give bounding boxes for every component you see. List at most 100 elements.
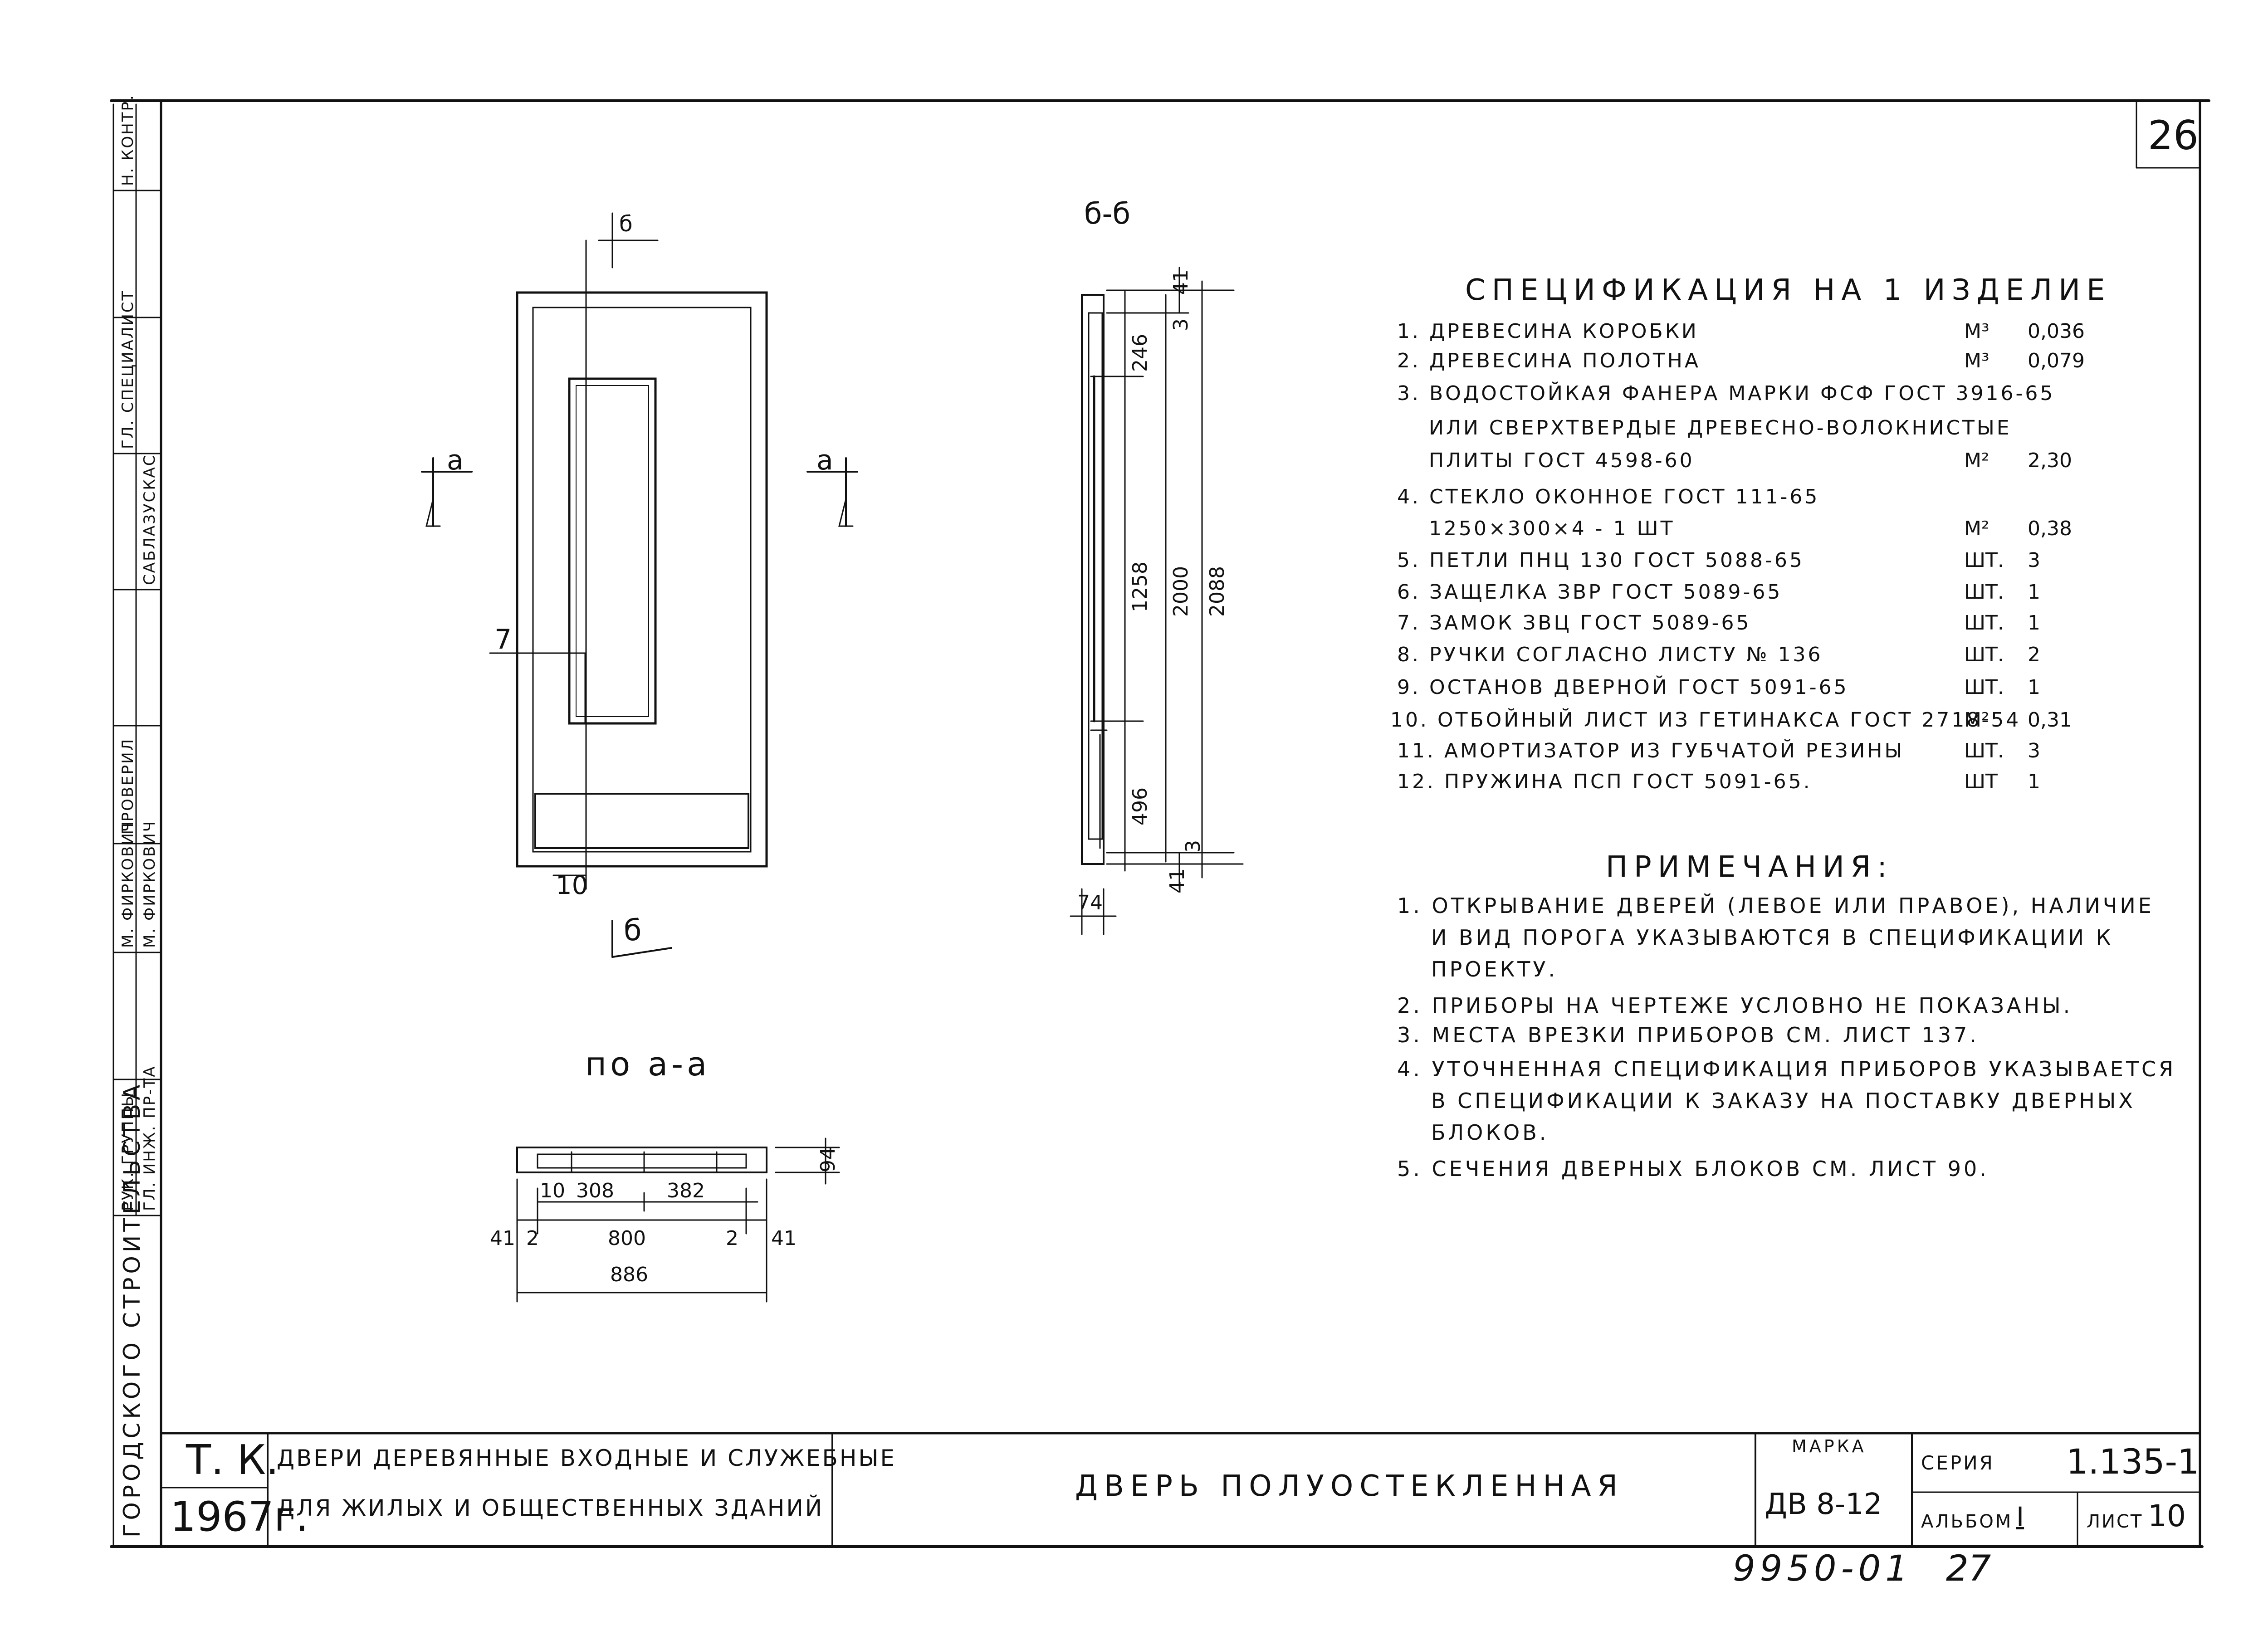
mark-value: ДВ 8-12	[1765, 1488, 1882, 1521]
spec-row-text: 4. СТЕКЛО ОКОННОЕ ГОСТ 111-65	[1397, 485, 1820, 508]
spec-row-qty: 3	[2028, 739, 2040, 762]
spec-row-unit: ШТ.	[1964, 581, 2004, 604]
note-line: 3. МЕСТА ВРЕЗКИ ПРИБОРОВ СМ. ЛИСТ 137.	[1397, 1023, 1980, 1047]
spec-row-qty: 0,31	[2028, 708, 2072, 732]
dim-3-bottom: 3	[1182, 840, 1205, 853]
dim-41-bottom: 41	[1166, 868, 1189, 893]
spec-row-qty: 1	[2028, 770, 2040, 793]
year-label: 1967г.	[170, 1493, 308, 1541]
section-mark-top: б	[619, 211, 633, 237]
spec-row-text: 7. ЗАМОК ЗВЦ ГОСТ 5089-65	[1397, 611, 1751, 635]
dim-496: 496	[1129, 787, 1152, 825]
spec-row-qty: 0,38	[2028, 517, 2072, 540]
spec-row-unit: ШТ.	[1964, 643, 2004, 666]
spec-row-qty: 0,036	[2028, 320, 2085, 343]
spec-row-text: 1250×300×4 - 1 ШТ	[1429, 517, 1675, 540]
stamp-role: ГЛ. СПЕЦИАЛИСТ	[119, 289, 137, 449]
spec-row-qty: 2	[2028, 643, 2040, 666]
org-label: Т. К.	[186, 1436, 279, 1484]
spec-row-unit: ШТ.	[1964, 611, 2004, 635]
notes-title: ПРИМЕЧАНИЯ:	[1606, 850, 1893, 884]
side-view-label: б-б	[1084, 197, 1131, 231]
spec-row-text: ПЛИТЫ ГОСТ 4598-60	[1429, 449, 1695, 472]
sheet-label: ЛИСТ	[2087, 1511, 2143, 1532]
spec-row-text: ИЛИ СВЕРХТВЕРДЫЕ ДРЕВЕСНО-ВОЛОКНИСТЫЕ	[1429, 416, 2012, 439]
dim-382: 382	[667, 1179, 705, 1202]
dim-308: 308	[576, 1179, 614, 1202]
dim-41-left: 41	[490, 1227, 515, 1250]
spec-row-text: 11. АМОРТИЗАТОР ИЗ ГУБЧАТОЙ РЕЗИНЫ	[1397, 739, 1905, 762]
spec-title: СПЕЦИФИКАЦИЯ НА 1 ИЗДЕЛИЕ	[1465, 273, 2112, 307]
dim-1258: 1258	[1129, 561, 1152, 612]
dim-886: 886	[610, 1263, 648, 1286]
stamp-role: ПРОВЕРИЛ	[119, 737, 137, 835]
dim-3-top: 3	[1169, 318, 1193, 331]
sheet-title: ДВЕРЬ ПОЛУОСТЕКЛЕННАЯ	[1075, 1469, 1624, 1503]
dim-2000: 2000	[1169, 566, 1193, 617]
dim-94: 94	[816, 1147, 840, 1172]
album-value: I	[2016, 1501, 2024, 1532]
spec-row-text: 8. РУЧКИ СОГЛАСНО ЛИСТУ № 136	[1397, 643, 1823, 666]
note-line: БЛОКОВ.	[1431, 1120, 1549, 1145]
spec-row-text: 10. ОТБОЙНЫЙ ЛИСТ ИЗ ГЕТИНАКСА ГОСТ 2718…	[1390, 708, 2021, 732]
album-label: АЛЬБОМ	[1921, 1511, 2013, 1532]
mark-label: МАРКА	[1792, 1436, 1867, 1456]
stamp-role: РУК. ГРУППЫ	[119, 1091, 137, 1211]
spec-row-qty: 1	[2028, 581, 2040, 604]
section-mark-right: а	[816, 444, 833, 476]
series-value: 1.135-1	[2066, 1441, 2200, 1482]
spec-row-qty: 3	[2028, 549, 2040, 572]
spec-row-qty: 1	[2028, 611, 2040, 635]
stamp-role: САБЛАЗУСКАС	[141, 454, 159, 585]
note-line: 2. ПРИБОРЫ НА ЧЕРТЕЖЕ УСЛОВНО НЕ ПОКАЗАН…	[1397, 993, 2073, 1018]
dim-2-left: 2	[526, 1227, 539, 1250]
spec-row-unit: М²	[1964, 708, 1989, 732]
spec-row-text: 3. ВОДОСТОЙКАЯ ФАНЕРА МАРКИ ФСФ ГОСТ 391…	[1397, 382, 2055, 405]
spec-row-text: 5. ПЕТЛИ ПНЦ 130 ГОСТ 5088-65	[1397, 549, 1804, 572]
spec-row-text: 2. ДРЕВЕСИНА ПОЛОТНА	[1397, 349, 1701, 372]
spec-row-unit: ШТ.	[1964, 739, 2004, 762]
spec-row-text: 12. ПРУЖИНА ПСП ГОСТ 5091-65.	[1397, 770, 1812, 793]
spec-row-qty: 1	[2028, 676, 2040, 699]
archive-stamp: 9950-01	[1733, 1548, 1912, 1589]
spec-row-unit: ШТ	[1964, 770, 1998, 793]
project-line-1: ДВЕРИ ДЕРЕВЯННЫЕ ВХОДНЫЕ И СЛУЖЕБНЫЕ	[277, 1445, 897, 1471]
section-mark-bottom: б	[624, 914, 642, 947]
spec-row-unit: М²	[1964, 517, 1989, 540]
dim-2088: 2088	[1206, 566, 1229, 617]
note-line: И ВИД ПОРОГА УКАЗЫВАЮТСЯ В СПЕЦИФИКАЦИИ …	[1431, 925, 2114, 950]
callout-10: 10	[556, 871, 588, 900]
spec-row-qty: 0,079	[2028, 349, 2085, 372]
note-line: 5. СЕЧЕНИЯ ДВЕРНЫХ БЛОКОВ СМ. ЛИСТ 90.	[1397, 1157, 1989, 1181]
dim-41-right: 41	[771, 1227, 797, 1250]
note-line: В СПЕЦИФИКАЦИИ К ЗАКАЗУ НА ПОСТАВКУ ДВЕР…	[1431, 1089, 2136, 1113]
dim-2-right: 2	[726, 1227, 738, 1250]
note-line: ПРОЕКТУ.	[1431, 957, 1558, 981]
spec-row-text: 1. ДРЕВЕСИНА КОРОБКИ	[1397, 320, 1699, 343]
sheet-value: 10	[2148, 1499, 2186, 1533]
section-mark-left: а	[447, 444, 464, 476]
stamp-role: М. ФИРКОВИЧ	[141, 820, 159, 948]
spec-row-unit: М²	[1964, 449, 1989, 472]
note-line: 1. ОТКРЫВАНИЕ ДВЕРЕЙ (ЛЕВОЕ ИЛИ ПРАВОЕ),…	[1397, 893, 2154, 918]
callout-7: 7	[494, 624, 512, 655]
series-label: СЕРИЯ	[1921, 1452, 1994, 1474]
dim-74: 74	[1077, 891, 1103, 914]
project-line-2: ДЛЯ ЖИЛЫХ И ОБЩЕСТВЕННЫХ ЗДАНИЙ	[277, 1495, 824, 1521]
page-number: 26	[2148, 112, 2199, 159]
spec-row-unit: М³	[1964, 320, 1989, 343]
spec-row-text: 9. ОСТАНОВ ДВЕРНОЙ ГОСТ 5091-65	[1397, 676, 1849, 699]
spec-row-qty: 2,30	[2028, 449, 2072, 472]
stamp-role: Н. КОНТР.	[119, 94, 137, 186]
dim-10: 10	[540, 1179, 565, 1202]
stamp-role: ГЛ. ИНЖ. ПР-ТА	[141, 1065, 159, 1211]
note-line: 4. УТОЧНЕННАЯ СПЕЦИФИКАЦИЯ ПРИБОРОВ УКАЗ…	[1397, 1057, 2176, 1081]
spec-row-unit: ШТ.	[1964, 549, 2004, 572]
stamp-role: М. ФИРКОВИЧ	[119, 820, 137, 948]
plan-view-label: по а-а	[585, 1045, 711, 1083]
dim-41-top: 41	[1169, 269, 1193, 295]
spec-row-unit: М³	[1964, 349, 1989, 372]
dim-800: 800	[608, 1227, 646, 1250]
